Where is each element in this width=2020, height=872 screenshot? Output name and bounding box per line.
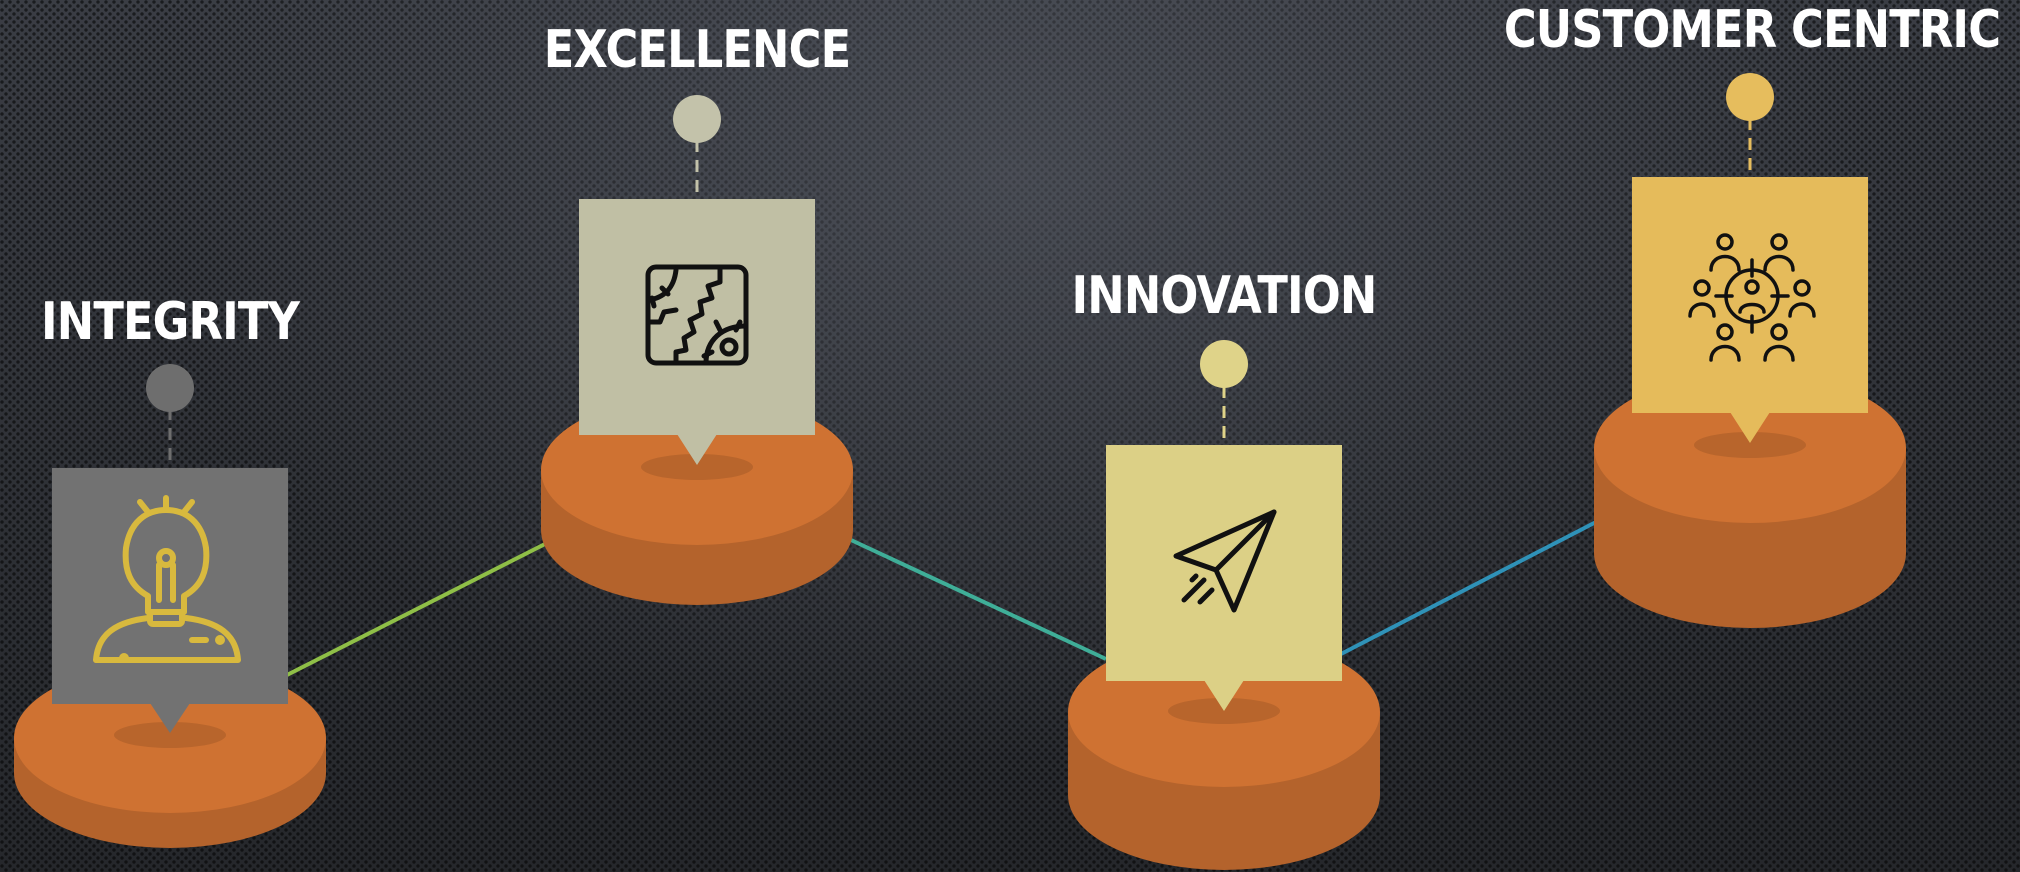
card-innovation	[1106, 445, 1342, 711]
connector-innovation-customer-centric	[1340, 520, 1597, 656]
connector-excellence-innovation	[850, 538, 1107, 661]
stage-excellence	[541, 95, 853, 605]
pin-dot-customer-centric	[1726, 73, 1774, 121]
target-audience-icon	[1688, 233, 1816, 362]
stage-innovation	[1068, 340, 1380, 870]
gears-icon	[645, 264, 749, 366]
stage-title-customer-centric: CUSTOMER CENTRIC	[1503, 0, 2001, 60]
connector-integrity-excellence	[284, 542, 546, 678]
pin-dot-innovation	[1200, 340, 1248, 388]
stage-integrity	[14, 364, 326, 848]
stage-title-excellence: EXCELLENCE	[543, 20, 851, 80]
card-excellence	[579, 199, 815, 465]
paper-plane-icon	[1173, 509, 1277, 613]
stage-title-integrity: INTEGRITY	[40, 292, 300, 352]
stage-title-innovation: INNOVATION	[1071, 266, 1377, 326]
person-lightbulb-icon	[93, 495, 241, 663]
pin-dot-excellence	[673, 95, 721, 143]
stage-customer-centric	[1594, 73, 1906, 628]
pin-dot-integrity	[146, 364, 194, 412]
card-customer-centric	[1632, 177, 1868, 443]
